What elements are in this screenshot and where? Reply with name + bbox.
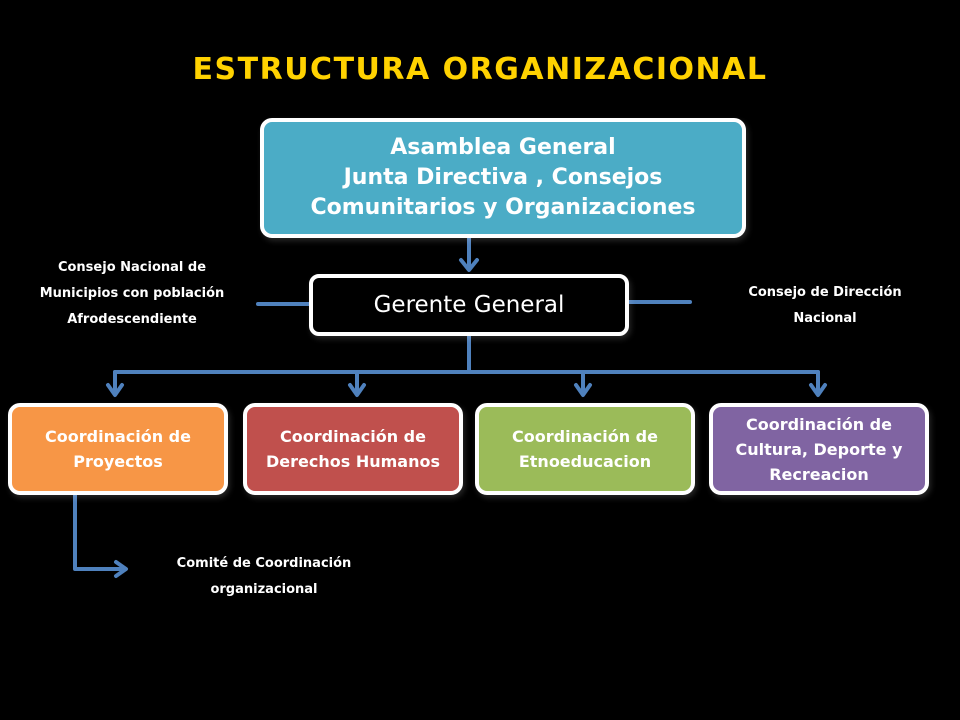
page-title: ESTRUCTURA ORGANIZACIONAL bbox=[192, 52, 768, 87]
asamblea-line-2: Junta Directiva , Consejos bbox=[343, 165, 663, 190]
asamblea-line-3: Comunitarios y Organizaciones bbox=[310, 195, 696, 220]
arrowhead-1 bbox=[106, 383, 124, 397]
comite-label: Comité de Coordinación organizacional bbox=[176, 556, 352, 597]
asamblea-general-box: Asamblea General Junta Directiva , Conse… bbox=[260, 118, 746, 238]
connector-proyectos-comite bbox=[73, 493, 126, 571]
gerente-general-box: Gerente General bbox=[309, 274, 629, 336]
coordinacion-derechos-box: Coordinación de Derechos Humanos bbox=[243, 403, 463, 495]
arrowhead-gerente bbox=[459, 258, 479, 272]
asamblea-line-1: Asamblea General bbox=[390, 135, 616, 160]
coordinacion-cultura-box: Coordinación de Cultura, Deporte y Recre… bbox=[709, 403, 929, 495]
arrowhead-comite bbox=[114, 560, 128, 578]
right-council-label: Consejo de Dirección Nacional bbox=[748, 285, 902, 326]
arrowhead-4 bbox=[809, 383, 827, 397]
left-council-label: Consejo Nacional de Municipios con pobla… bbox=[39, 260, 225, 327]
coordinacion-etnoeducacion-box: Coordinación de Etnoeducacion bbox=[475, 403, 695, 495]
arrowhead-3 bbox=[574, 383, 592, 397]
arrowhead-2 bbox=[348, 383, 366, 397]
coordinacion-proyectos-box: Coordinación de Proyectos bbox=[8, 403, 228, 495]
